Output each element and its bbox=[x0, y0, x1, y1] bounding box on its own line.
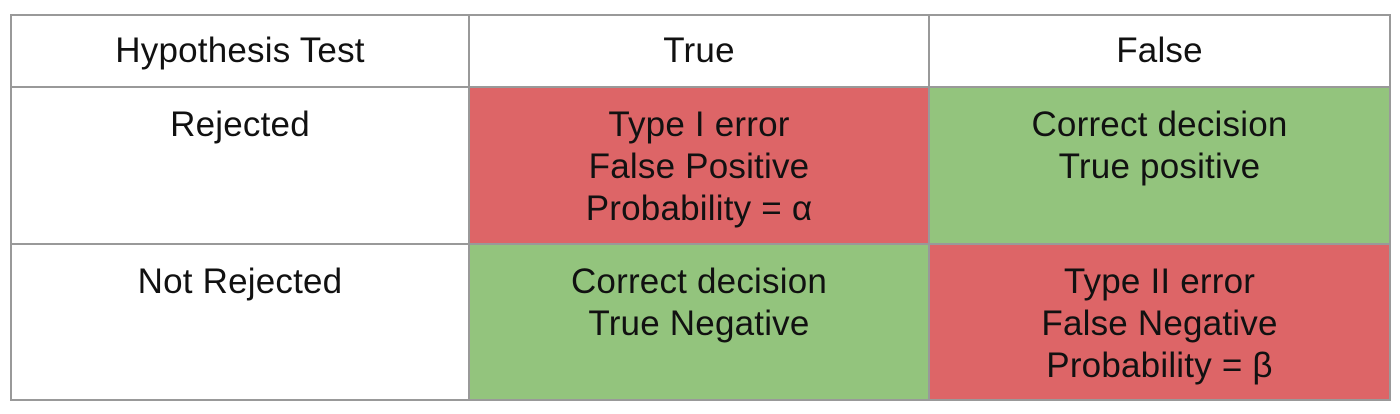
row-label-rejected: Rejected bbox=[12, 88, 468, 243]
cell-true-positive: Correct decision True positive bbox=[930, 88, 1389, 243]
header-cell-false: False bbox=[930, 16, 1389, 86]
row-label-not-rejected: Not Rejected bbox=[12, 245, 468, 399]
header-cell-hypothesis-test: Hypothesis Test bbox=[12, 16, 468, 86]
cell-true-negative: Correct decision True Negative bbox=[470, 245, 928, 399]
hypothesis-test-table: Hypothesis Test True False Rejected Type… bbox=[10, 14, 1391, 401]
cell-type-2-error: Type II error False Negative Probability… bbox=[930, 245, 1389, 399]
header-cell-true: True bbox=[470, 16, 928, 86]
cell-type-1-error: Type I error False Positive Probability … bbox=[470, 88, 928, 243]
